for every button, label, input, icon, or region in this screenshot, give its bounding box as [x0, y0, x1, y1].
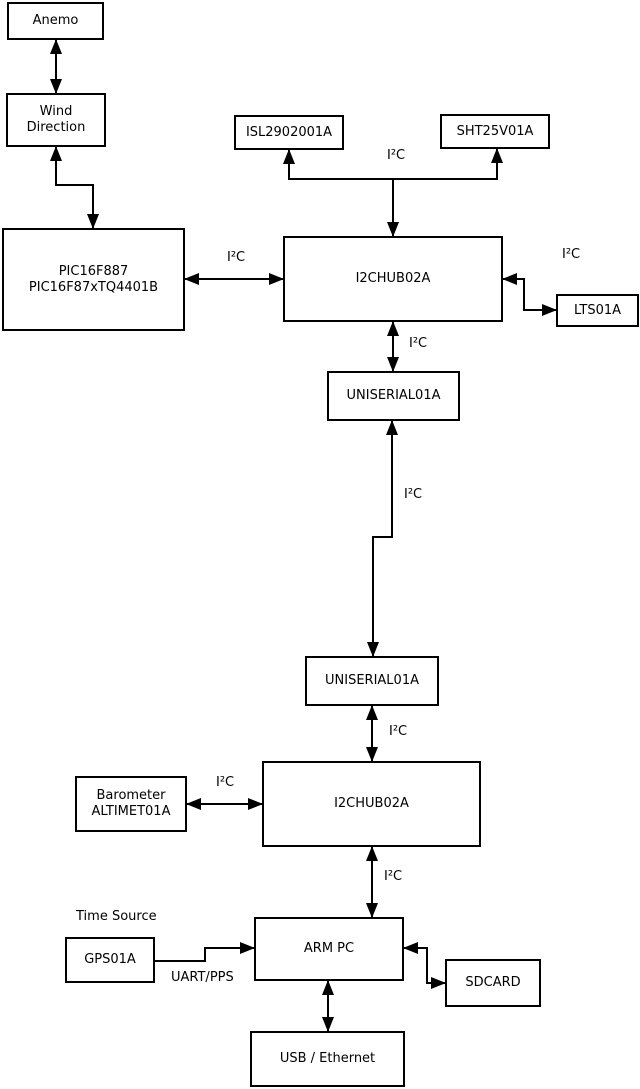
- connector-armpc-sdcard: [403, 942, 446, 989]
- node-lts01a: LTS01A: [556, 294, 639, 327]
- node-usb-ethernet-label: USB / Ethernet: [279, 1051, 376, 1066]
- edge-label-i2c-baro-hub2: I²C: [216, 775, 235, 790]
- edge-label-i2c-hub2-armpc: I²C: [384, 869, 403, 884]
- node-usb-ethernet: USB / Ethernet: [250, 1031, 405, 1087]
- node-pic-label-line1: PIC16F887: [58, 263, 129, 279]
- node-wind-direction-label-line1: Wind: [39, 104, 73, 119]
- node-sdcard-label: SDCARD: [465, 975, 521, 990]
- node-sdcard: SDCARD: [445, 959, 541, 1007]
- node-i2chub02a-bottom-label: I2CHUB02A: [334, 796, 409, 811]
- edge-label-uart-pps: UART/PPS: [171, 970, 234, 985]
- node-sht25v01a: SHT25V01A: [440, 114, 550, 149]
- edge-label-time-source: Time Source: [76, 909, 157, 924]
- node-i2chub02a-top-label: I2CHUB02A: [355, 271, 431, 286]
- node-sht25v01a-label: SHT25V01A: [456, 123, 534, 139]
- edge-label-i2c-pic-hub: I²C: [227, 250, 246, 265]
- edge-label-i2c-sensors: I²C: [387, 148, 406, 163]
- node-uniserial01a-bottom: UNISERIAL01A: [305, 656, 439, 706]
- node-i2chub02a-top: I2CHUB02A: [283, 236, 503, 322]
- node-gps01a: GPS01A: [65, 937, 155, 983]
- node-barometer-label-line2: ALTIMET01A: [91, 804, 171, 819]
- connector-gps-armpc: [155, 942, 255, 962]
- node-barometer: Barometer ALTIMET01A: [75, 776, 187, 832]
- edge-label-i2c-uniserial-hub2: I²C: [389, 724, 408, 739]
- node-lts01a-label: LTS01A: [573, 302, 622, 318]
- node-anemo-label: Anemo: [32, 13, 79, 28]
- node-i2chub02a-bottom: I2CHUB02A: [262, 761, 481, 847]
- node-wind-direction-label-line2: Direction: [26, 120, 86, 135]
- connector-uniserial1-uniserial2: [367, 420, 398, 657]
- node-barometer-label-line1: Barometer: [96, 788, 166, 803]
- node-pic-label-line2: PIC16F87xTQ4401B: [28, 279, 159, 295]
- node-anemo: Anemo: [7, 2, 104, 40]
- node-wind-direction: Wind Direction: [6, 93, 106, 147]
- node-isl2902001a-label: ISL2902001A: [245, 124, 333, 140]
- edge-label-i2c-long-link: I²C: [404, 487, 423, 502]
- connector-hub1-lts: [502, 273, 557, 316]
- node-uniserial01a-top: UNISERIAL01A: [327, 371, 460, 421]
- edge-label-i2c-hub-uniserial: I²C: [409, 336, 428, 351]
- edge-label-i2c-hub-lts: I²C: [562, 247, 581, 262]
- node-arm-pc: ARM PC: [254, 917, 404, 981]
- node-uniserial01a-bottom-label: UNISERIAL01A: [325, 673, 419, 688]
- node-arm-pc-label: ARM PC: [303, 941, 355, 956]
- connector-wind-pic: [50, 146, 99, 229]
- node-pic: PIC16F887 PIC16F87xTQ4401B: [2, 228, 185, 331]
- node-isl2902001a: ISL2902001A: [234, 115, 344, 150]
- node-gps01a-label: GPS01A: [84, 952, 136, 967]
- node-uniserial01a-top-label: UNISERIAL01A: [346, 388, 441, 403]
